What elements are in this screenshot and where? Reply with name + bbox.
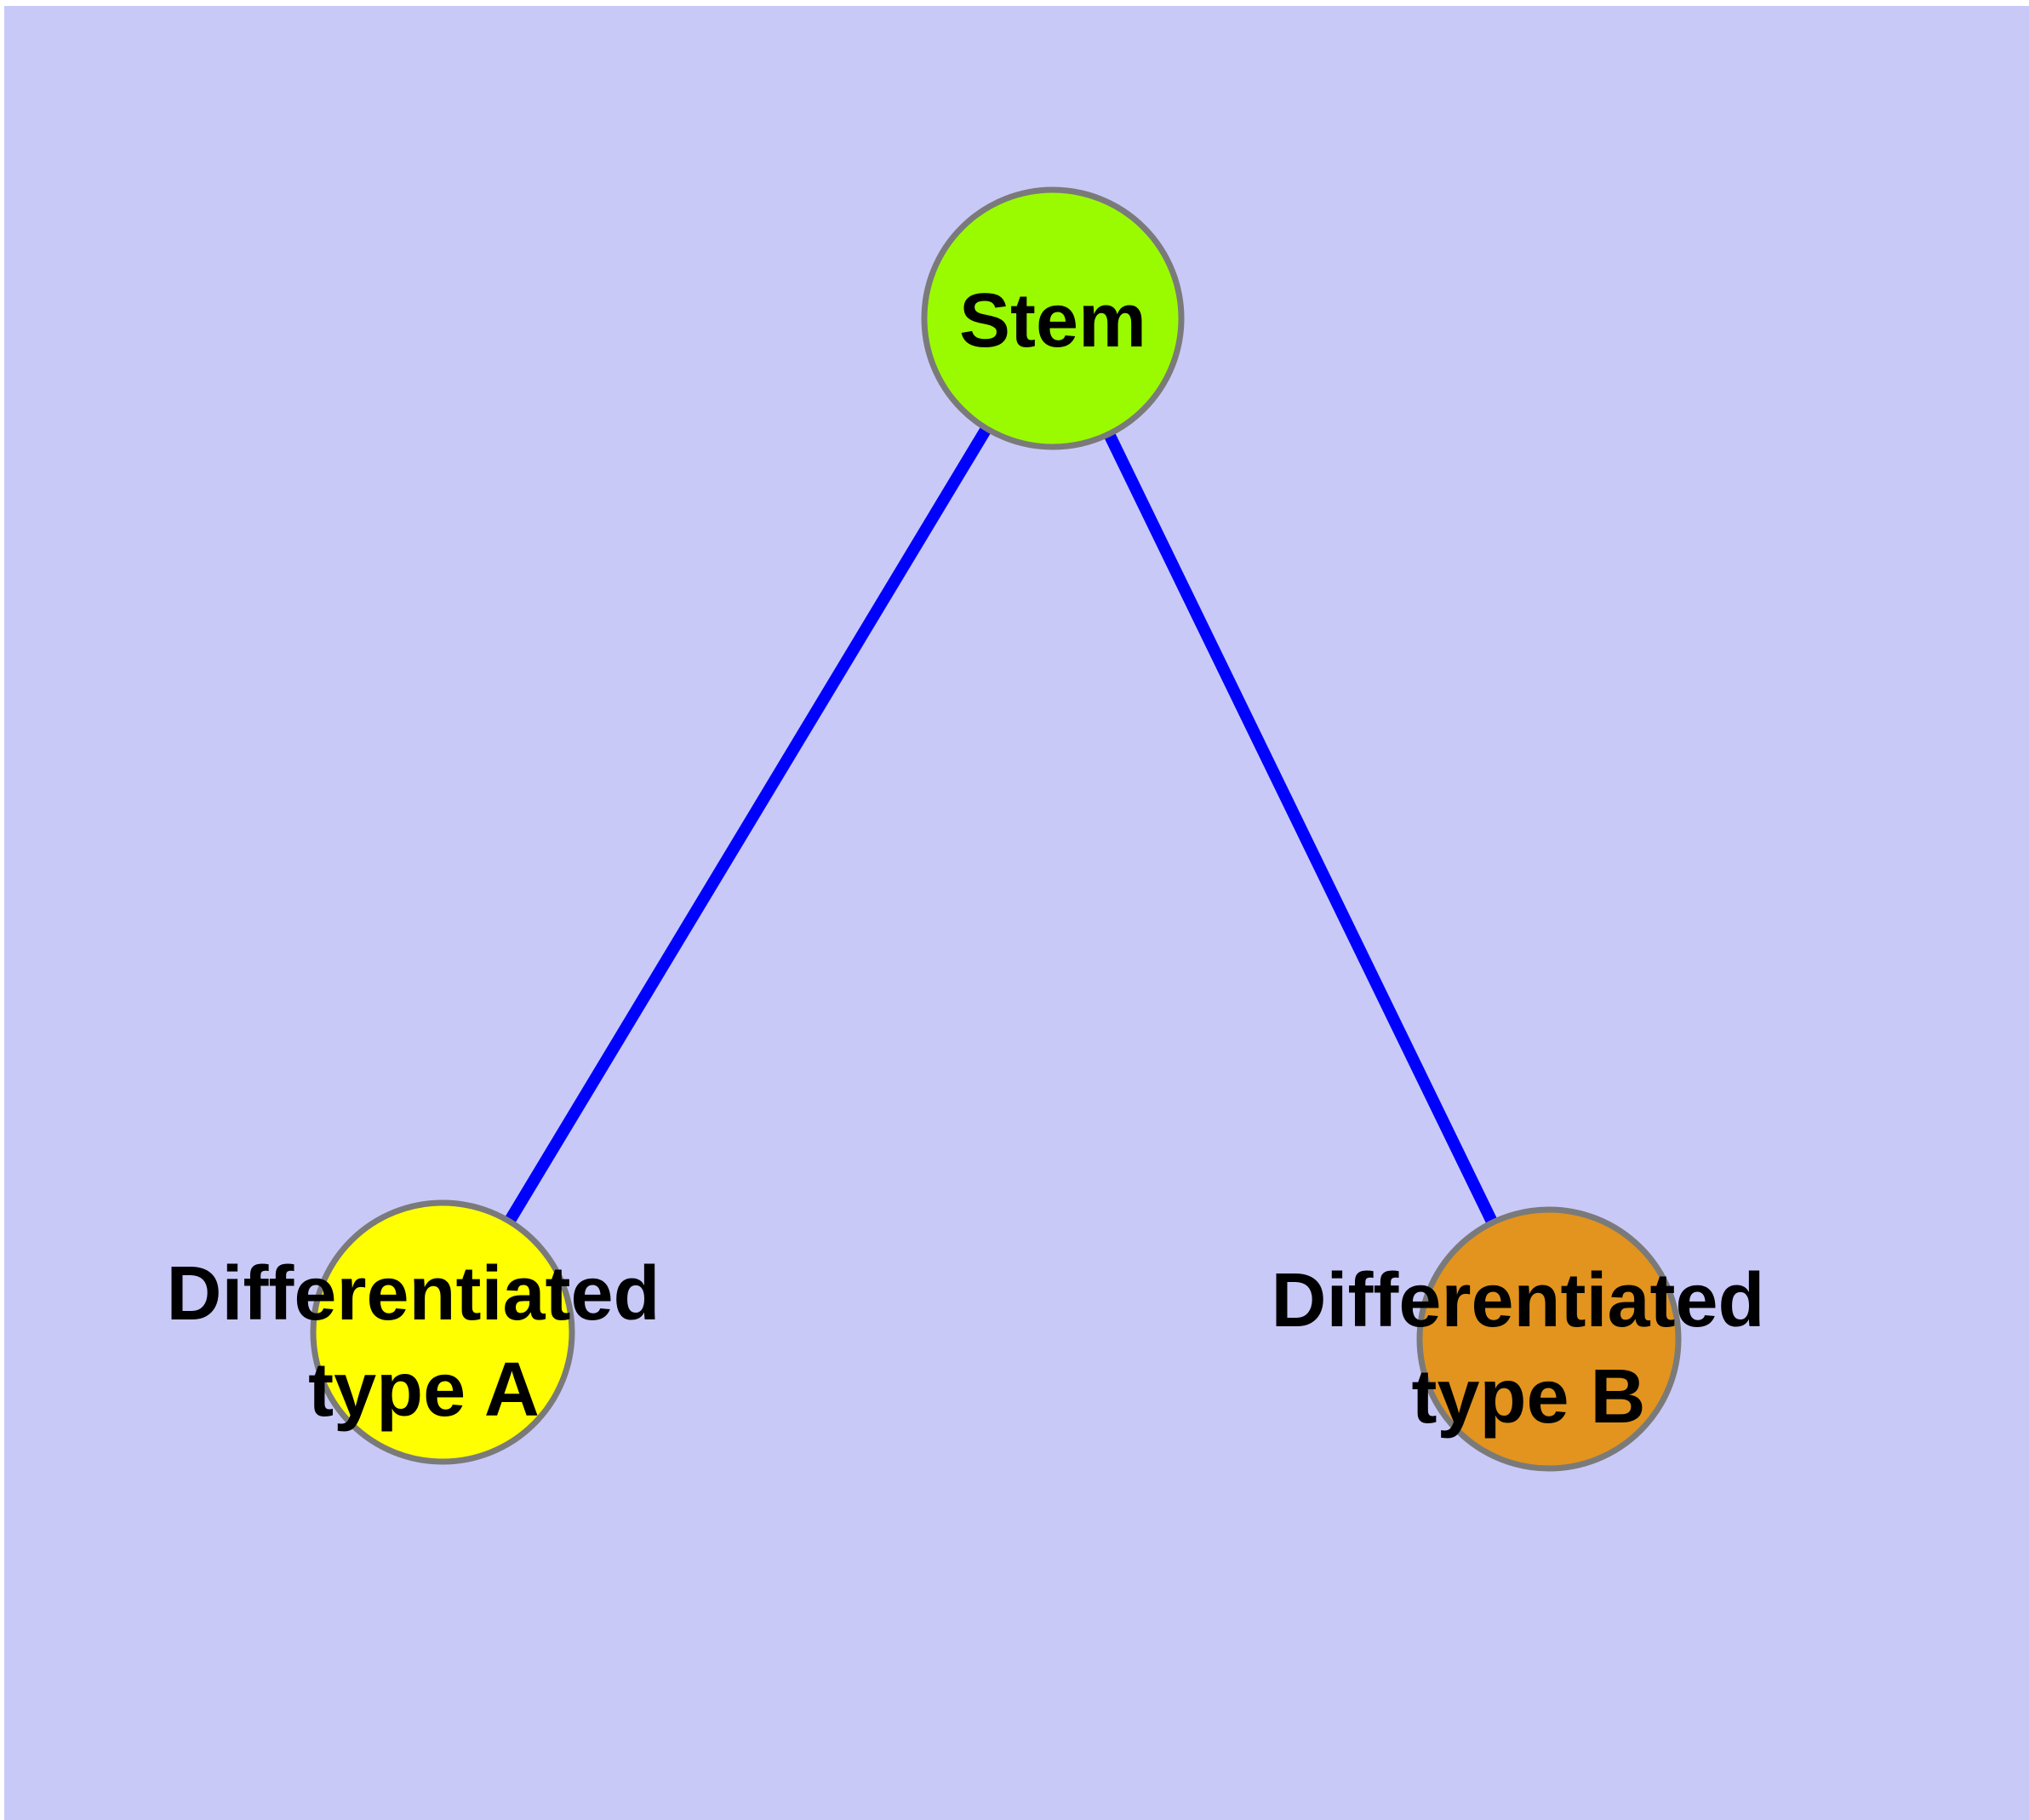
node-differentiated-type-b-label: Differentiated type B — [1271, 1258, 1786, 1439]
edge-stem-to-type-b — [1047, 315, 1555, 1342]
node-stem-circle — [921, 186, 1185, 450]
node-differentiated-type-a-label-line1: Differentiated — [166, 1251, 660, 1336]
node-differentiated-type-a-label: Differentiated type A — [166, 1251, 681, 1433]
node-stem-label: Stem — [959, 278, 1146, 363]
node-differentiated-type-b-label-line1: Differentiated — [1271, 1258, 1764, 1343]
node-differentiated-type-b-label-line2: type B — [1411, 1354, 1645, 1439]
node-differentiated-type-a-label-line2: type A — [308, 1348, 540, 1433]
node-differentiated-type-a-circle — [310, 1199, 575, 1465]
edge-stem-to-type-a — [437, 315, 1058, 1336]
node-differentiated-type-b-circle — [1416, 1206, 1682, 1472]
